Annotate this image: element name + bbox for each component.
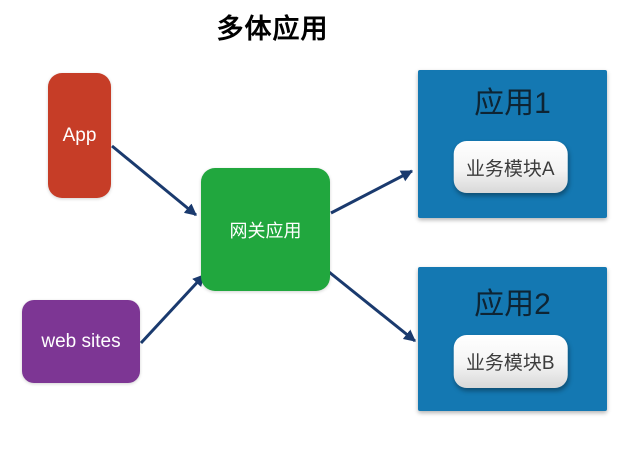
module-b-label: 业务模块B	[465, 353, 555, 374]
application-1-title: 应用1	[474, 87, 551, 120]
node-gateway-label: 网关应用	[229, 220, 302, 241]
node-application-2: 应用2 业务模块B	[418, 267, 607, 411]
arrow-gateway-to-app1	[330, 169, 414, 215]
node-gateway: 网关应用	[201, 168, 330, 291]
module-a-button: 业务模块A	[453, 141, 568, 193]
arrow-app-to-gateway	[111, 144, 197, 217]
arrow-websites-to-gateway	[139, 273, 206, 345]
application-2-title: 应用2	[474, 288, 551, 321]
node-application-1: 应用1 业务模块A	[418, 70, 607, 218]
diagram-title: 多体应用	[216, 14, 329, 44]
node-app: App	[48, 73, 111, 198]
module-b-button: 业务模块B	[453, 335, 568, 388]
node-web-sites: web sites	[22, 300, 140, 383]
arrow-gateway-to-app2	[328, 270, 416, 343]
node-app-label: App	[62, 124, 97, 146]
module-a-label: 业务模块A	[465, 158, 555, 180]
node-web-sites-label: web sites	[41, 330, 121, 352]
